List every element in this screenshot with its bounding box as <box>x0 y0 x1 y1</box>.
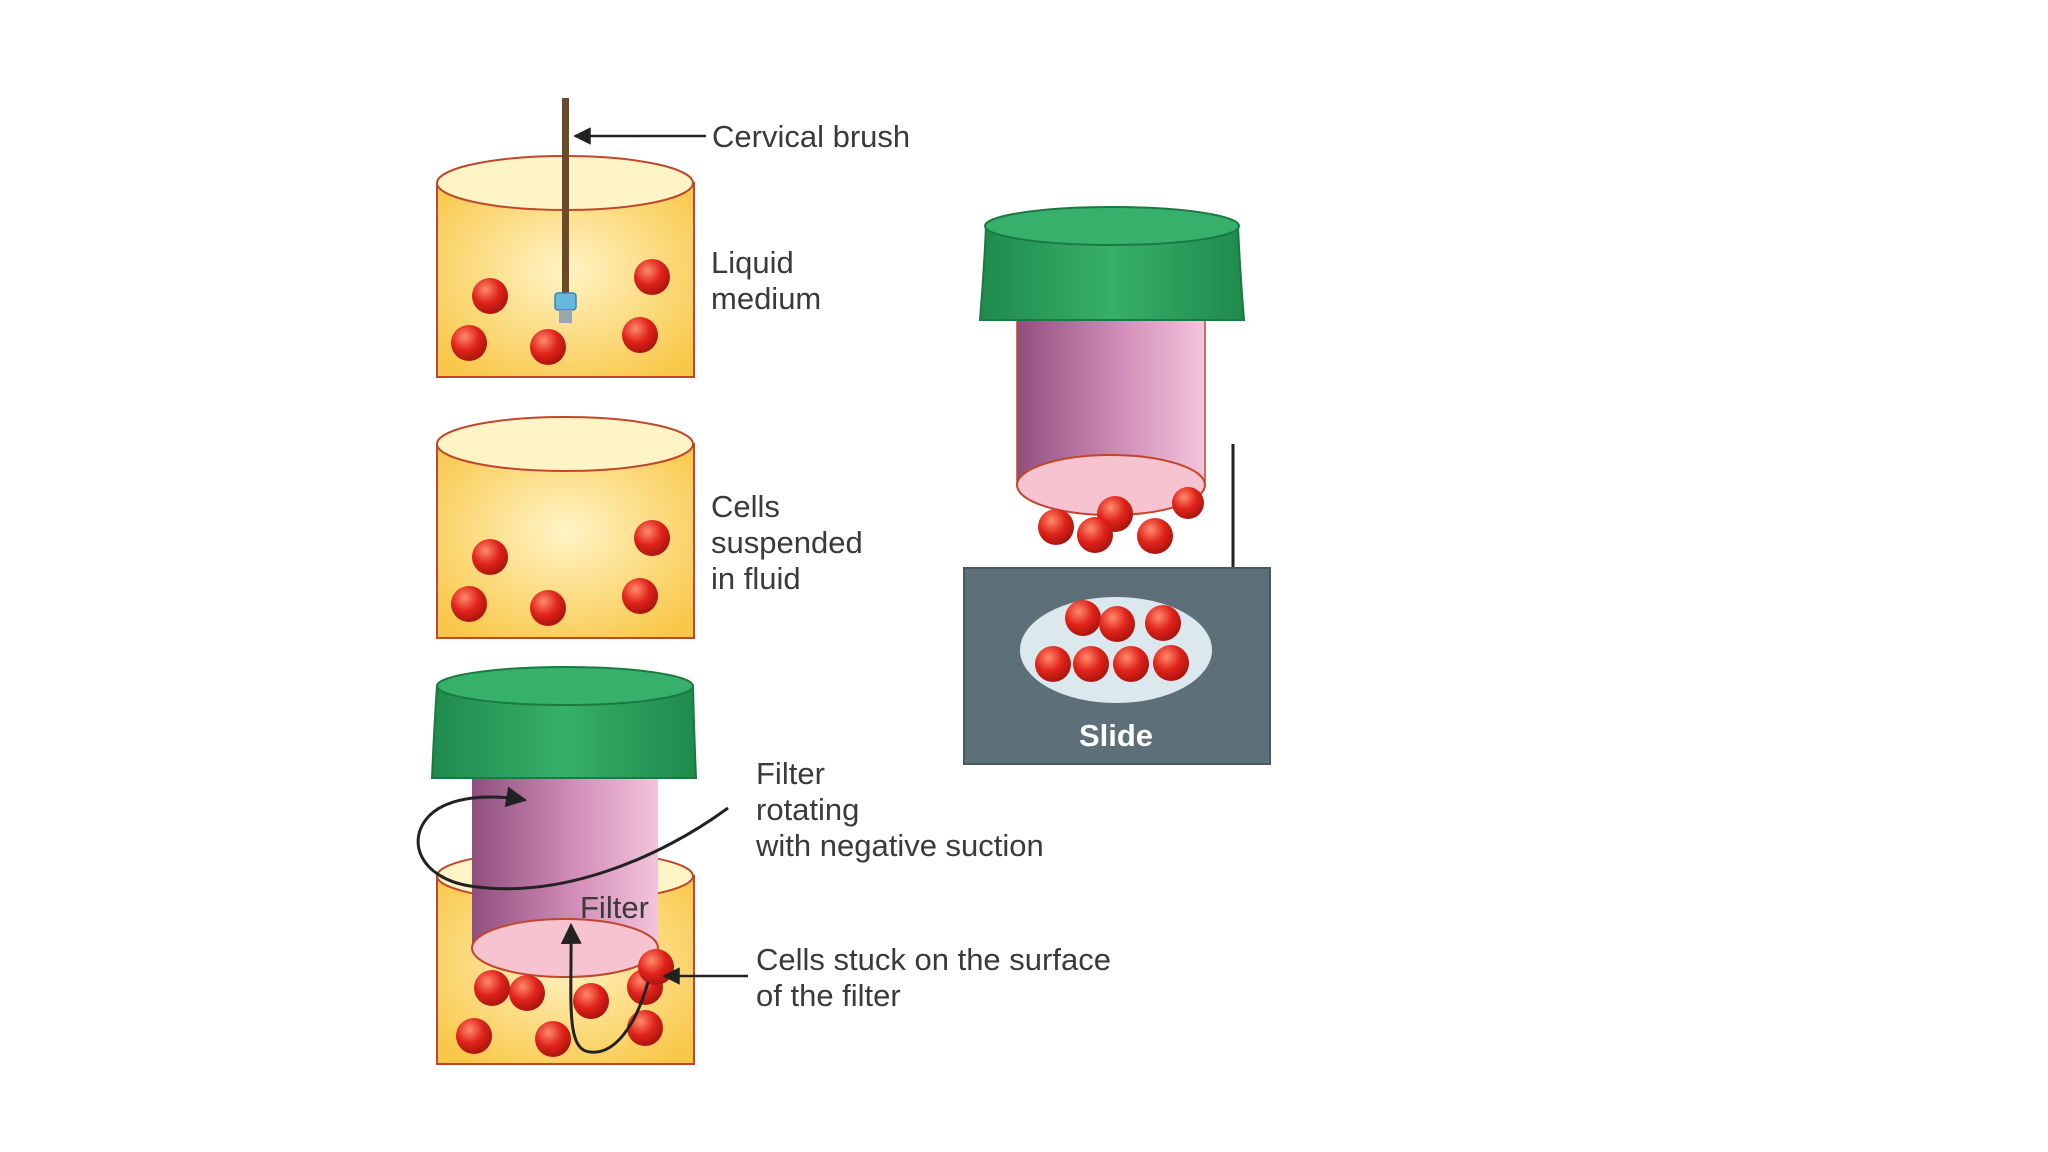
cell <box>1038 509 1074 545</box>
cells-group <box>456 949 674 1057</box>
slide: Slide <box>963 567 1271 765</box>
cell <box>472 278 508 314</box>
cervical-brush <box>554 98 577 323</box>
filter-cap <box>430 666 698 779</box>
cell <box>1145 605 1181 641</box>
cell <box>1153 645 1189 681</box>
cell <box>1035 646 1071 682</box>
suction-arrow <box>560 922 650 1054</box>
cell <box>1113 646 1149 682</box>
container-cells-suspended <box>436 416 695 639</box>
cell <box>627 1010 663 1046</box>
filter-label: Filter <box>580 890 649 925</box>
cells-suspended-label-line1: Cells <box>711 489 780 524</box>
cell <box>573 983 609 1019</box>
container-liquid-medium <box>436 98 695 378</box>
cell <box>509 975 545 1011</box>
cell <box>474 970 510 1006</box>
cell <box>451 586 487 622</box>
transfer-filter-tube <box>1016 314 1206 516</box>
cells-group <box>451 259 670 365</box>
cells-suspended-label-line2: suspended <box>711 525 863 560</box>
filter-rotating-label-line1: Filter <box>756 756 825 791</box>
cell <box>451 325 487 361</box>
cell <box>456 1018 492 1054</box>
liquid-medium-label-line1: Liquid <box>711 245 794 280</box>
cell <box>530 329 566 365</box>
cells-group <box>1035 600 1189 682</box>
cell <box>638 949 674 985</box>
cell <box>1065 600 1101 636</box>
cells-suspended-label-line3: in fluid <box>711 561 801 596</box>
cell <box>1077 517 1113 553</box>
cell <box>1137 518 1173 554</box>
cell <box>1172 487 1204 519</box>
cell <box>1073 646 1109 682</box>
cervical-brush-callout: Cervical brush <box>573 119 910 154</box>
filter-transfer-assembly <box>978 206 1246 554</box>
cell <box>530 590 566 626</box>
cell <box>472 539 508 575</box>
cell <box>622 578 658 614</box>
cell <box>634 520 670 556</box>
cells-stuck-label-line1: Cells stuck on the surface <box>756 942 1111 977</box>
cells-stuck-callout: Cells stuck on the surface of the filter <box>662 942 1111 1013</box>
rotation-arrow <box>416 786 729 891</box>
container-filter-rotating: Filter <box>416 666 729 1065</box>
liquid-medium-label-line2: medium <box>711 281 821 316</box>
cells-group <box>1038 487 1204 554</box>
cervical-brush-label: Cervical brush <box>712 119 910 154</box>
slide-label: Slide <box>1079 718 1153 753</box>
cells-stuck-label-line2: of the filter <box>756 978 901 1013</box>
cell <box>535 1021 571 1057</box>
cell <box>622 317 658 353</box>
cell <box>634 259 670 295</box>
filter-rotating-label-line3: with negative suction <box>755 828 1044 863</box>
filter-rotating-label-line2: rotating <box>756 792 859 827</box>
cells-group <box>451 520 670 626</box>
transfer-filter-cap <box>978 206 1246 321</box>
cell <box>1099 606 1135 642</box>
filter-tube <box>471 776 659 978</box>
